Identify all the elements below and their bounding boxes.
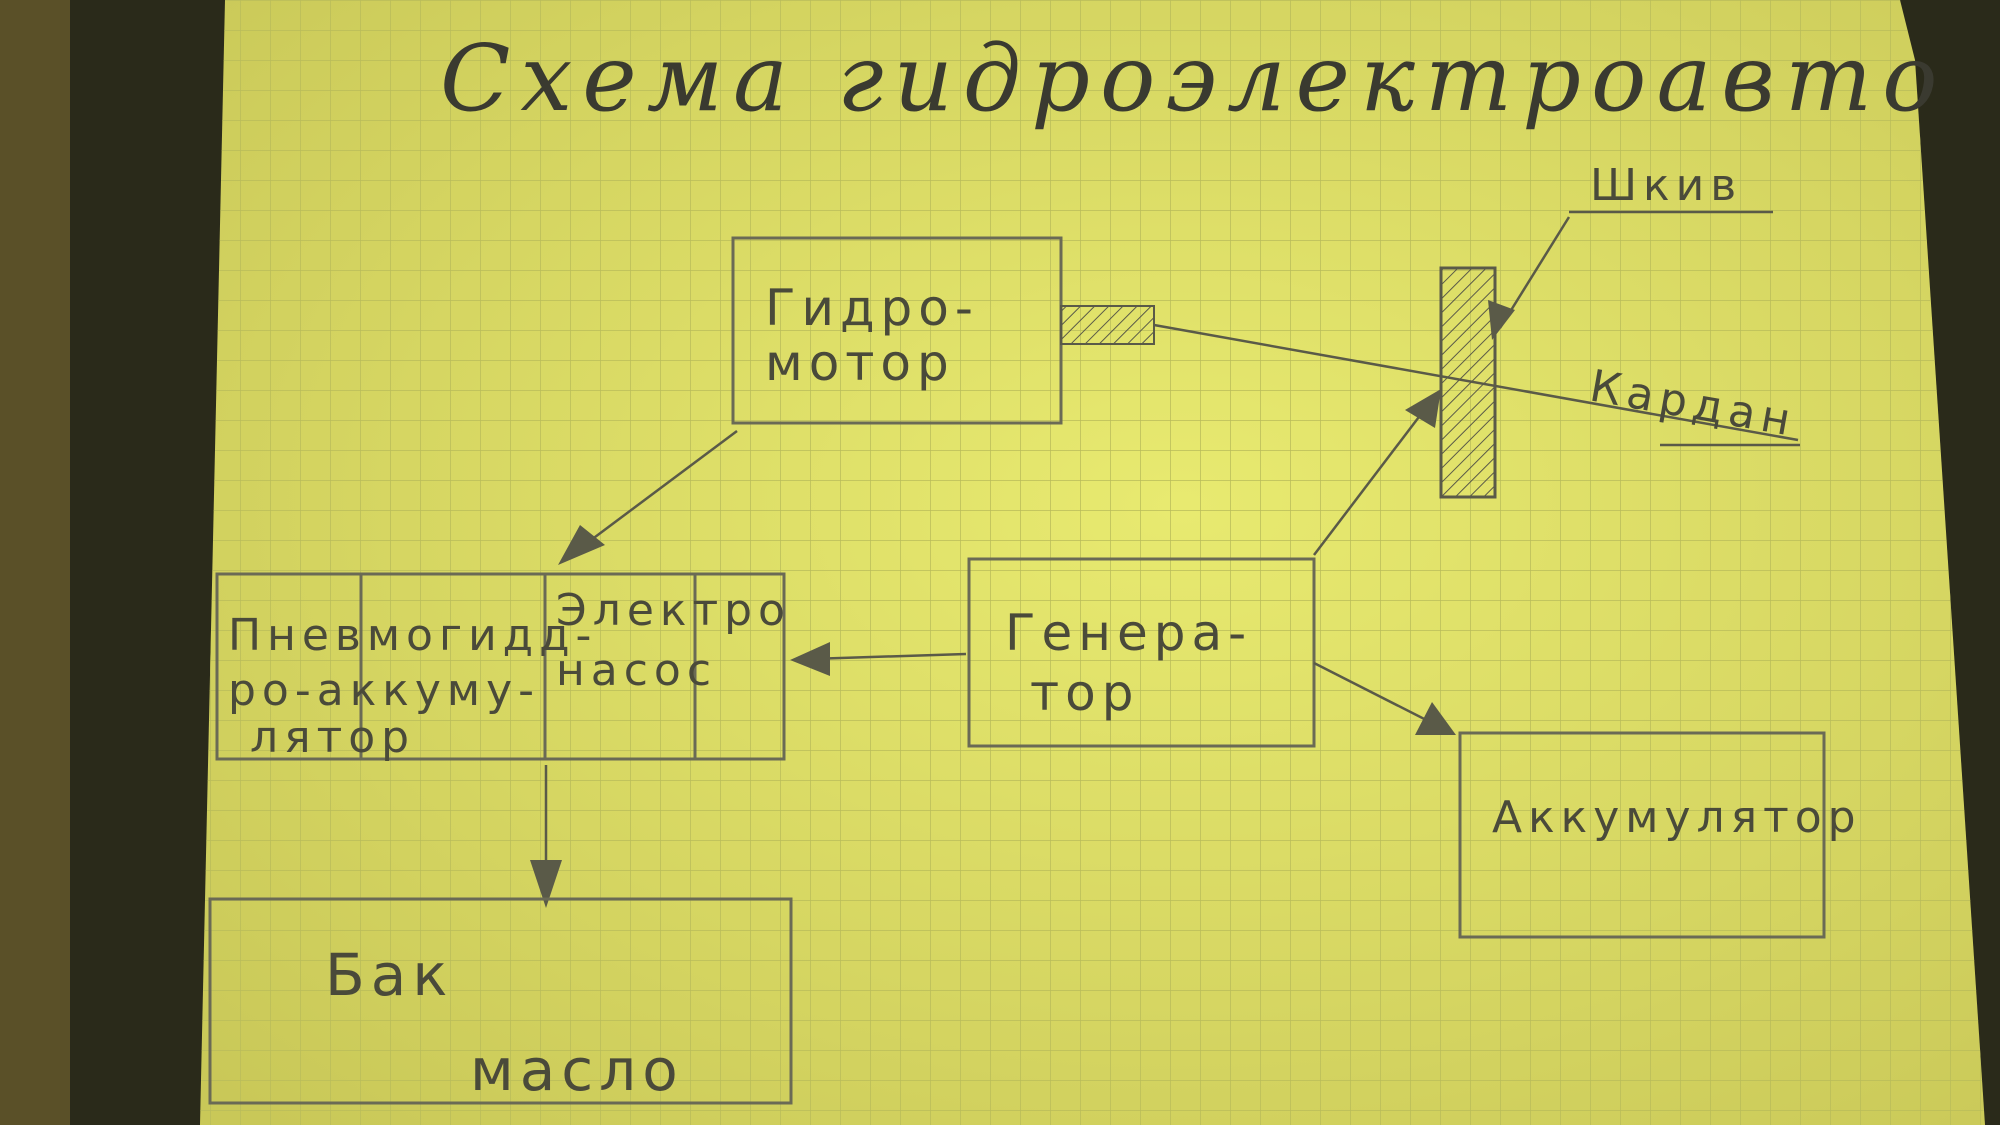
arrowhead bbox=[790, 642, 830, 676]
accumulator-label-2: ро-аккуму- bbox=[228, 665, 540, 716]
arrowhead bbox=[558, 525, 605, 565]
battery-block: Аккумулятор bbox=[1458, 731, 1862, 939]
hydromotor-label-1: Гидро- bbox=[765, 279, 979, 337]
tank-label-2: масло bbox=[470, 1036, 684, 1104]
arrow-generator-to-battery bbox=[1313, 661, 1441, 729]
shaft bbox=[1060, 305, 1155, 345]
generator-block: Генера- тор bbox=[967, 557, 1316, 748]
battery-label: Аккумулятор bbox=[1492, 792, 1862, 843]
hydromotor-block: Гидро- мотор bbox=[731, 236, 1063, 425]
pulley-label: Шкив bbox=[1590, 160, 1742, 211]
accumulator-label-1: Пневмогидд- bbox=[228, 610, 597, 661]
arrow-generator-to-pulley bbox=[1313, 404, 1429, 556]
arrow-hydromotor-to-accumulator bbox=[574, 429, 738, 554]
diagram-title: Схема гидроэлектроавто bbox=[440, 25, 1947, 132]
grid bbox=[200, 0, 1985, 1125]
arrow-generator-to-pump bbox=[809, 652, 967, 661]
pulley bbox=[1439, 266, 1497, 499]
pneumo-hydro-accumulator-block: Пневмогидд- ро-аккуму- лятор Электро нас… bbox=[215, 572, 791, 763]
arrowhead bbox=[1488, 300, 1515, 340]
generator-label-2: тор bbox=[1030, 664, 1139, 722]
hydromotor-label-2: мотор bbox=[765, 334, 955, 392]
electropump-label-2: насос bbox=[556, 645, 717, 696]
electropump-label-1: Электро bbox=[556, 585, 791, 636]
table-edge bbox=[0, 0, 70, 1125]
arrowhead bbox=[530, 860, 562, 908]
accumulator-label-3: лятор bbox=[250, 712, 415, 763]
oil-tank-block: Бак масло bbox=[208, 897, 793, 1105]
generator-label-1: Генера- bbox=[1005, 604, 1252, 662]
arrowhead bbox=[1415, 702, 1456, 735]
arrowhead bbox=[1405, 389, 1441, 428]
tank-label-1: Бак bbox=[325, 941, 453, 1009]
